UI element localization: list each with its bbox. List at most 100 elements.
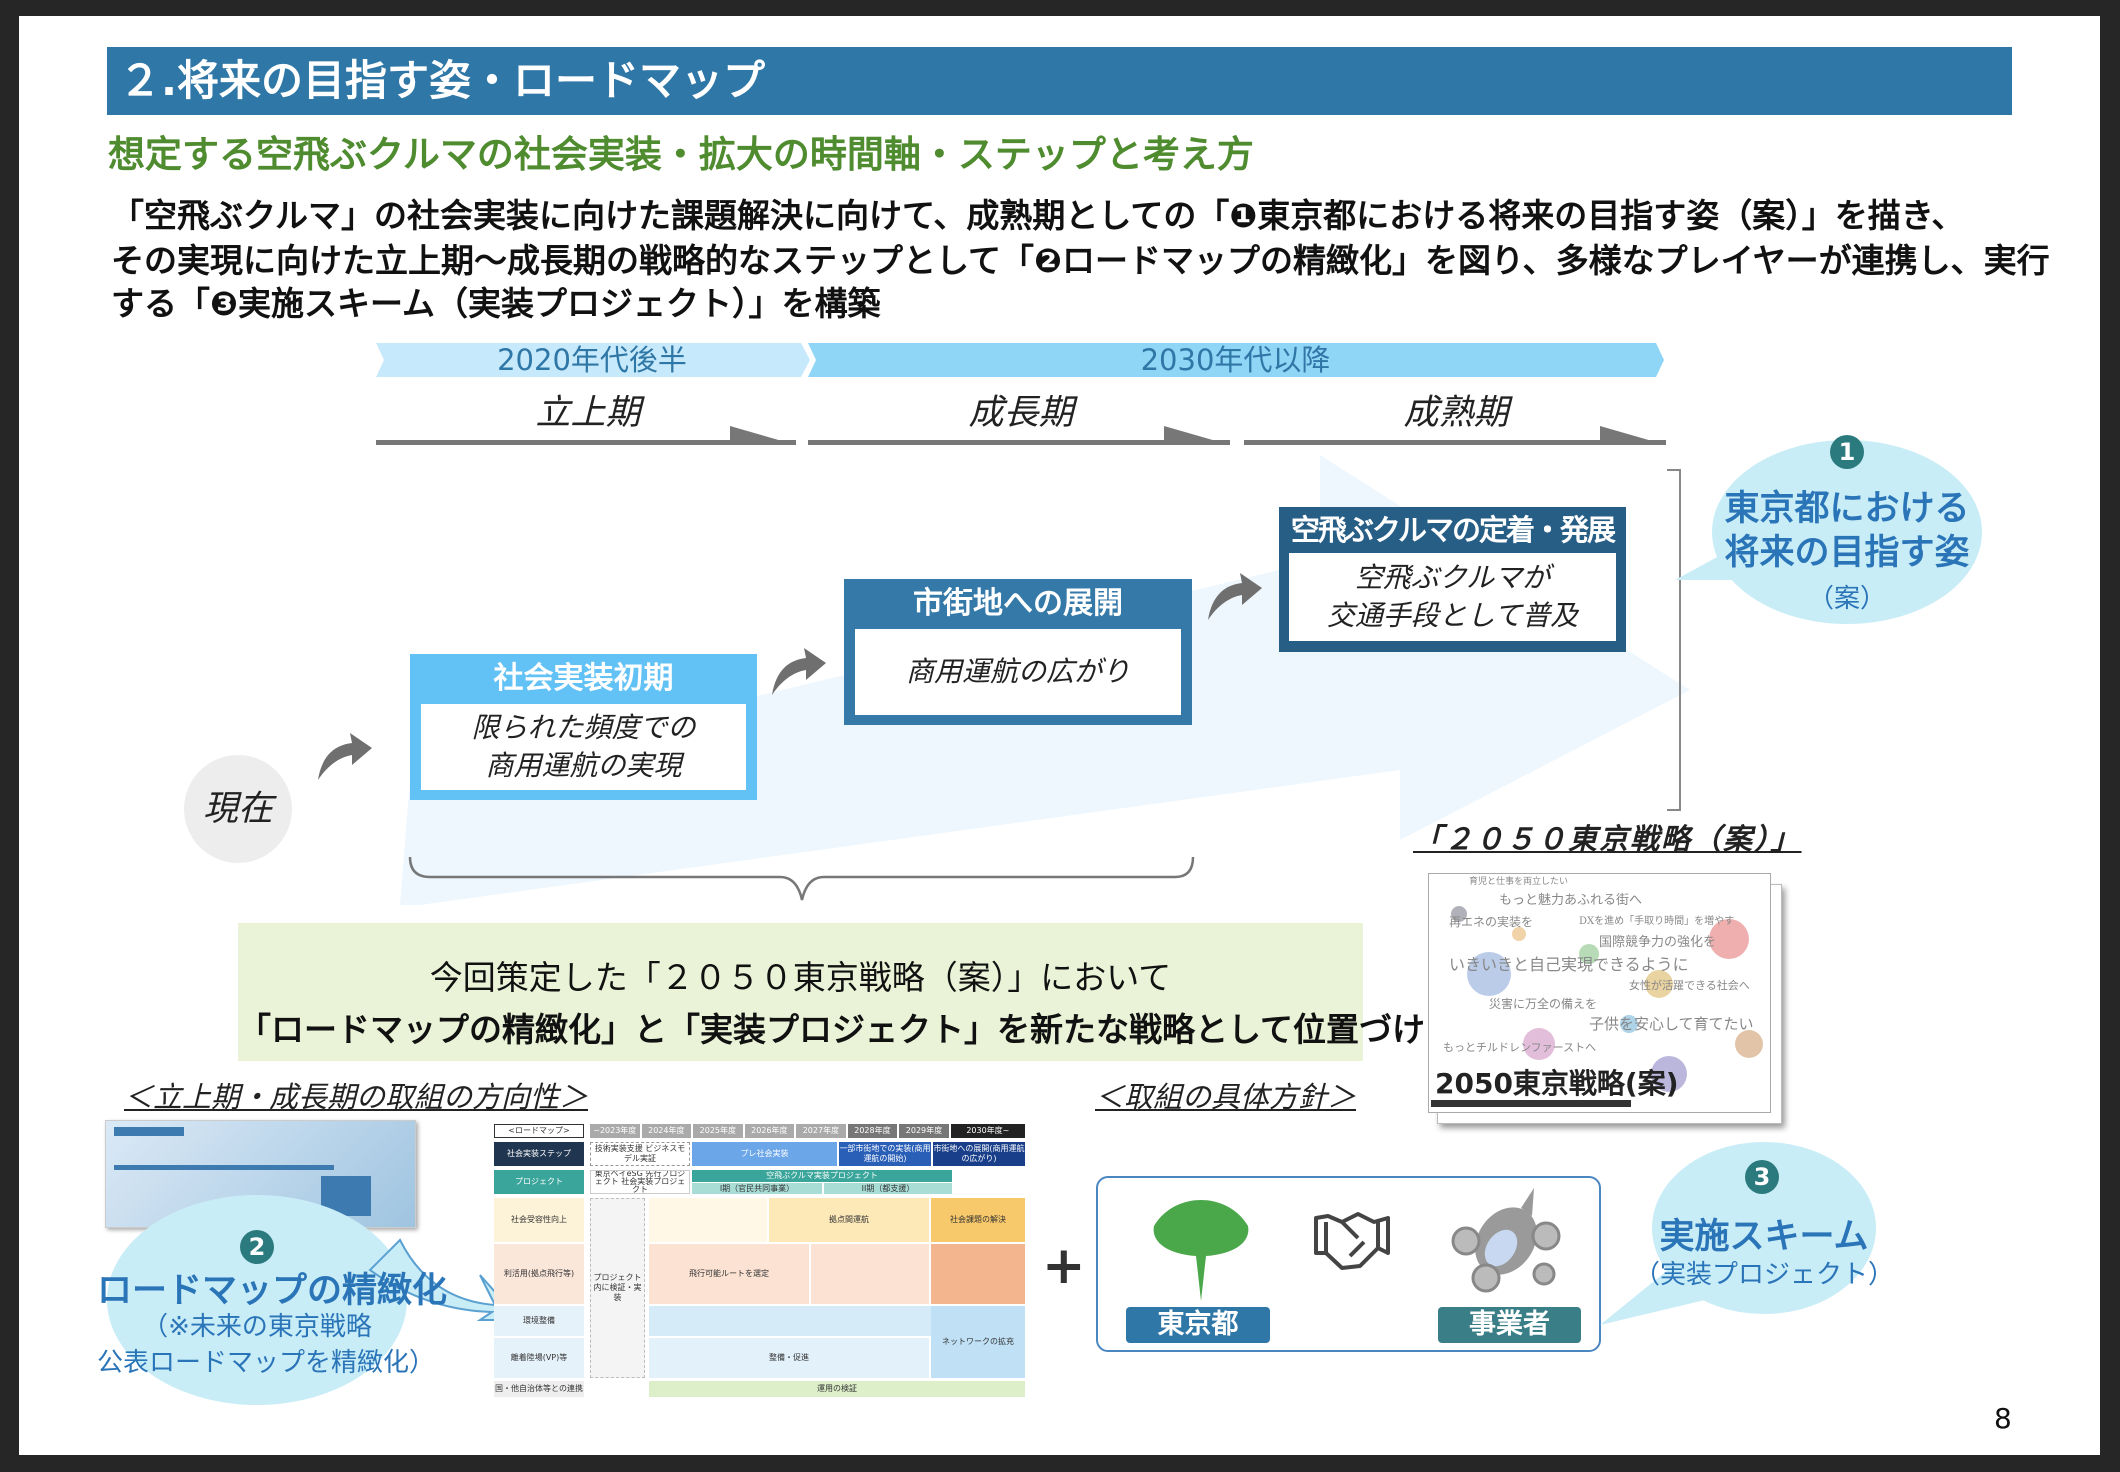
word-cloud-dots <box>1451 906 1763 1092</box>
handshake-icon <box>1314 1212 1390 1270</box>
year-cell: 2028年度 <box>847 1124 898 1138</box>
partner-tokyo: 東京都 <box>1126 1307 1270 1343</box>
summary-box: 今回策定した「２０５０東京戦略（案）」において 「ロードマップの精緻化」と「実装… <box>238 923 1426 1061</box>
era-bands <box>376 343 1664 377</box>
thumb-bar <box>114 1165 334 1170</box>
curved-arrow-icon <box>318 733 372 780</box>
roadmap-years: ~2023年度 2024年度 2025年度 2026年度 2027年度 2028… <box>590 1124 1026 1138</box>
intro-line-3: する「❸実施スキーム（実装プロジェクト）」を構築 <box>111 284 881 323</box>
step-desc-line: 空飛ぶクルマが <box>1354 561 1551 594</box>
drone-vehicle-icon <box>1451 1188 1561 1293</box>
roadmap-bubble-note-1: （※未来の東京戦略 <box>142 1312 372 1342</box>
step-cell: 技術実装支援 ビジネスモデル実証 <box>590 1142 690 1166</box>
bracket <box>1667 469 1681 811</box>
phase-arrows <box>376 426 1666 445</box>
summary-line-1: 今回策定した「２０５０東京戦略（案）」において <box>429 958 1172 997</box>
step-desc-line: 交通手段として普及 <box>1326 599 1579 632</box>
cloud-text: 育児と仕事を両立したい <box>1469 877 1569 887</box>
year-cell: 2027年度 <box>796 1124 846 1138</box>
policy-label: ＜取組の具体方針＞ <box>1095 1080 1357 1114</box>
step-desc-line: 商用運航の広がり <box>905 655 1130 688</box>
scheme-box: 東京都 事業者 <box>1096 1176 1601 1352</box>
phase-mature: 成熟期 <box>1403 393 1509 433</box>
roadmap-corner: <ロードマップ> <box>494 1124 584 1138</box>
roadmap-cell: 社会課題の解決 <box>931 1198 1025 1242</box>
cloud-text: DXを進め「手取り時間」を増やす <box>1579 916 1735 927</box>
year-cell: 2026年度 <box>744 1124 795 1138</box>
row-header: 離着陸場(VP)等 <box>494 1338 584 1378</box>
direction-label: ＜立上期・成長期の取組の方向性＞ <box>124 1080 589 1114</box>
step-desc: 限られた頻度での 商用運航の実現 <box>421 704 746 790</box>
year-cell: 2024年度 <box>641 1124 692 1138</box>
project-cell: 東京ベイeSG 先行プロジェクト 社会実装プロジェクト <box>590 1170 690 1194</box>
row-header: 社会受容性向上 <box>494 1198 584 1242</box>
roadmap-cell: 運用の検証 <box>649 1381 1025 1397</box>
step-title: 空飛ぶクルマの定着・発展 <box>1290 513 1616 547</box>
strategy-cover-image: 育児と仕事を両立したい もっと魅力あふれる街へ 再エネの実装を DXを進め「手取… <box>1428 873 1771 1113</box>
step-cell: プレ社会実装 <box>692 1142 837 1166</box>
roadmap-cell: 整備・促進 <box>649 1338 929 1378</box>
page-title: ２.将来の目指す姿・ロードマップ <box>107 47 2012 115</box>
roadmap-cell <box>931 1244 1025 1304</box>
vision-bubble <box>1675 440 1982 624</box>
cloud-text: いきいきと自己実現できるように <box>1449 955 1689 974</box>
now-marker: 現在 <box>184 755 292 863</box>
curved-arrow-icon <box>772 648 826 695</box>
intro-line-2: その実現に向けた立上期〜成長期の戦略的なステップとして「❷ロードマップの精緻化」… <box>111 241 2050 280</box>
step-desc-line: 限られた頻度での <box>471 711 696 744</box>
curved-arrow-icon <box>1208 573 1262 620</box>
cloud-text: 災害に万全の備えを <box>1489 997 1598 1011</box>
phase-growth: 成長期 <box>968 393 1074 433</box>
logo-bar <box>1431 1100 1631 1107</box>
row-header: 社会実装ステップ <box>494 1142 584 1166</box>
era-2020s: 2020年代後半 <box>497 343 687 377</box>
roadmap-cell <box>649 1198 767 1242</box>
project-cell: I期（官民共同事業） <box>692 1183 822 1194</box>
project-cell: 空飛ぶクルマ実装プロジェクト <box>692 1170 952 1182</box>
year-cell: ~2023年度 <box>590 1124 640 1138</box>
cloud-text: 子供を安心して育てたい <box>1589 1015 1754 1033</box>
step-desc: 空飛ぶクルマが 交通手段として普及 <box>1289 553 1616 641</box>
step-desc: 商用運航の広がり <box>855 629 1181 715</box>
roadmap-cell: 飛行可能ルートを選定 <box>649 1244 809 1304</box>
roadmap-table-image: <ロードマップ> ~2023年度 2024年度 2025年度 2026年度 20… <box>494 1122 1026 1397</box>
vision-title-1: 東京都における <box>1724 489 1970 529</box>
number-badge-3: 3 <box>1745 1160 1779 1194</box>
partner-operator: 事業者 <box>1438 1307 1581 1343</box>
project-cell: II期（都支援） <box>824 1183 952 1194</box>
strategy-logo: 2050東京戦略(案) <box>1435 1067 1679 1100</box>
intro-line-1: 「空飛ぶクルマ」の社会実装に向けた課題解決に向けて、成熟期としての「❶東京都にお… <box>111 196 1965 235</box>
row-header: 環境整備 <box>494 1306 584 1336</box>
step-title: 社会実装初期 <box>493 661 674 696</box>
number-badge-2: 2 <box>240 1230 274 1264</box>
roadmap-cell <box>811 1244 929 1304</box>
summary-line-2: 「ロードマップの精緻化」と「実装プロジェクト」を新たな戦略として位置づけ <box>238 1010 1426 1049</box>
vision-title-2: 将来の目指す姿 <box>1724 533 1970 573</box>
thumb-bar <box>114 1127 184 1136</box>
cloud-text: 国際競争力の強化を <box>1599 935 1717 950</box>
scheme-bubble-note: （実装プロジェクト） <box>1634 1260 1895 1290</box>
roadmap-cell: 拠点間運航 <box>769 1198 929 1242</box>
roadmap-bubble-title: ロードマップの精緻化 <box>97 1271 448 1311</box>
roadmap-cell: ネットワークの拡充 <box>931 1306 1025 1378</box>
roadmap-cell: プロジェクト内に検証・実装 <box>590 1198 645 1378</box>
row-header: 国・他自治体等との連携 <box>494 1381 584 1397</box>
year-cell: 2025年度 <box>693 1124 743 1138</box>
year-cell: 2030年度~ <box>950 1124 1026 1138</box>
plus-icon: + <box>1042 1236 1086 1296</box>
step-title: 市街地への展開 <box>913 586 1123 621</box>
step-box-initial: 社会実装初期 限られた頻度での 商用運航の実現 <box>410 654 757 800</box>
step-cell: 一部市街地での実装(商用運航の開始) <box>839 1142 931 1166</box>
vision-note: （案） <box>1807 584 1886 614</box>
step-box-urban: 市街地への展開 商用運航の広がり <box>844 579 1192 725</box>
number-badge-1: 1 <box>1830 435 1864 469</box>
scheme-bubble <box>1600 1142 1876 1325</box>
era-2030s: 2030年代以降 <box>1140 343 1331 377</box>
section-subtitle: 想定する空飛ぶクルマの社会実装・拡大の時間軸・ステップと考え方 <box>108 133 1254 176</box>
roadmap-bubble-note-2: 公表ロードマップを精緻化） <box>97 1348 436 1378</box>
strategy-label: 「２０５０東京戦略（案）」 <box>1413 822 1802 856</box>
cloud-text: 再エネの実装を <box>1449 915 1534 929</box>
ginkgo-logo-icon <box>1153 1200 1249 1301</box>
brace <box>408 856 1195 901</box>
